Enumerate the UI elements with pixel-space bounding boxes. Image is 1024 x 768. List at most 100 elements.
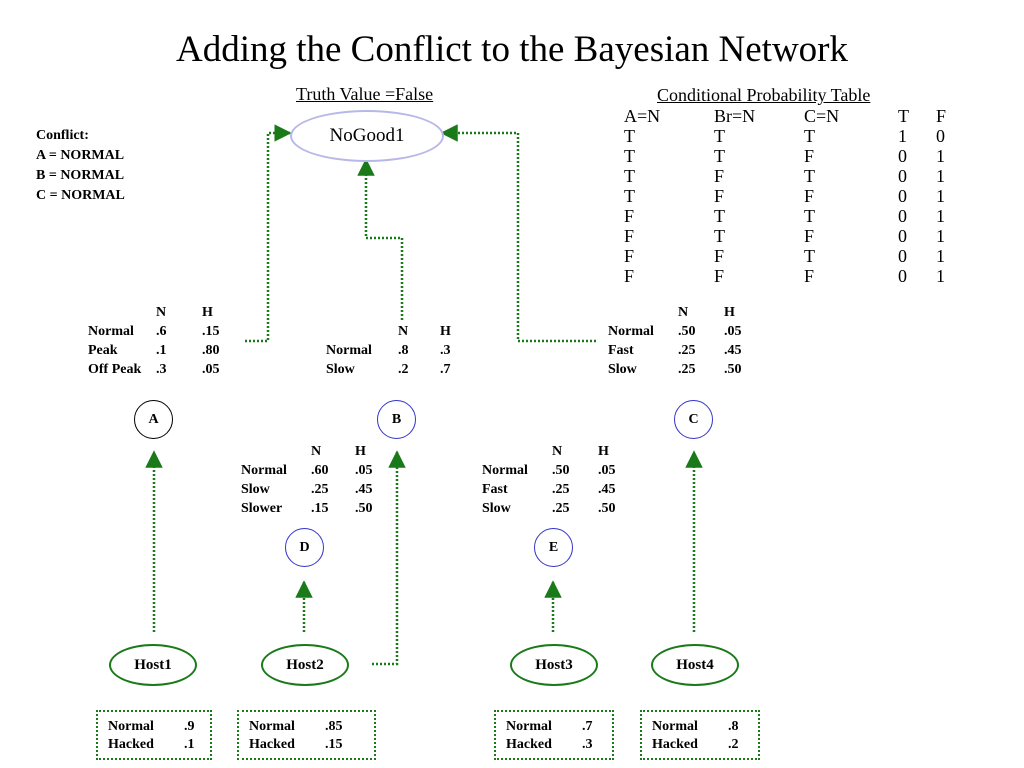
cpt-cell: T bbox=[714, 146, 725, 166]
cpt-cell: 1 bbox=[936, 166, 945, 186]
cell-value: .2 bbox=[398, 362, 409, 377]
table-row: Normal .9 bbox=[108, 718, 208, 736]
cpt-cell: T bbox=[714, 206, 725, 226]
host2-node[interactable]: Host2 bbox=[261, 644, 349, 686]
page-title: Adding the Conflict to the Bayesian Netw… bbox=[175, 29, 849, 70]
host4-prob-box: Normal.8 Hacked.2 bbox=[640, 710, 760, 760]
node-b[interactable]: B bbox=[377, 400, 416, 439]
state-label: Peak bbox=[88, 343, 118, 358]
host4-node[interactable]: Host4 bbox=[651, 644, 739, 686]
cell-value: .3 bbox=[156, 362, 167, 377]
col-header: N bbox=[398, 324, 409, 339]
cell-value: .60 bbox=[311, 463, 329, 478]
nogood-node[interactable]: NoGood1 bbox=[290, 110, 444, 162]
node-a[interactable]: A bbox=[134, 400, 173, 439]
node-c[interactable]: C bbox=[674, 400, 713, 439]
cpt-cell: F bbox=[624, 266, 635, 286]
host3-label: Host3 bbox=[535, 656, 573, 673]
table-row: Normal.60.05 bbox=[241, 461, 385, 480]
host1-label: Host1 bbox=[134, 656, 172, 673]
cell-value: .85 bbox=[325, 719, 343, 734]
state-label: Normal bbox=[608, 324, 654, 339]
state-label: Normal bbox=[506, 719, 552, 734]
cpt-cell: F bbox=[714, 186, 725, 206]
table-row: Peak .1 .80 bbox=[88, 341, 232, 360]
state-label: Fast bbox=[482, 482, 508, 497]
cpt-cell: 1 bbox=[936, 246, 945, 266]
node-e-label: E bbox=[548, 539, 559, 555]
cpt-cell: 0 bbox=[898, 246, 907, 266]
table-row: Slow.2.7 bbox=[326, 360, 464, 379]
cell-value: .05 bbox=[724, 324, 742, 339]
cpt-cell: T bbox=[714, 126, 725, 146]
cell-value: .45 bbox=[355, 482, 373, 497]
node-d[interactable]: D bbox=[285, 528, 324, 567]
cell-value: .50 bbox=[598, 501, 616, 516]
state-label: Slower bbox=[241, 501, 283, 516]
state-label: Fast bbox=[608, 343, 634, 358]
col-header: H bbox=[355, 444, 366, 459]
cpt-cell: F bbox=[714, 246, 725, 266]
cpt-title: Conditional Probability Table bbox=[657, 85, 871, 105]
cpt-cell: 0 bbox=[936, 126, 945, 146]
cell-value: .25 bbox=[311, 482, 329, 497]
col-header: N bbox=[311, 444, 322, 459]
host1-node[interactable]: Host1 bbox=[109, 644, 197, 686]
table-row: Normal.8 bbox=[652, 718, 752, 736]
host2-prob-box: Normal.85 Hacked.15 bbox=[237, 710, 376, 760]
cpt-header-row: A=N Br=N C=N T F bbox=[624, 106, 956, 126]
cell-value: .25 bbox=[552, 501, 570, 516]
cell-value: .80 bbox=[202, 343, 220, 358]
cpt-header: T bbox=[898, 106, 909, 126]
state-label: Slow bbox=[608, 362, 637, 377]
cpt-cell: 1 bbox=[936, 146, 945, 166]
state-label: Normal bbox=[652, 719, 698, 734]
cell-value: .7 bbox=[440, 362, 451, 377]
cpt-cell: 0 bbox=[898, 226, 907, 246]
node-e[interactable]: E bbox=[534, 528, 573, 567]
host3-node[interactable]: Host3 bbox=[510, 644, 598, 686]
cell-value: .25 bbox=[678, 343, 696, 358]
link-a-to-nogood bbox=[245, 124, 292, 343]
cpt-cell: T bbox=[624, 186, 635, 206]
host1-prob-box: Normal .9 Hacked .1 bbox=[96, 710, 212, 760]
state-label: Hacked bbox=[108, 737, 154, 752]
cell-value: .9 bbox=[184, 719, 195, 734]
cpt-cell: F bbox=[804, 226, 815, 246]
cell-value: .1 bbox=[156, 343, 167, 358]
cpt-cell: T bbox=[804, 126, 815, 146]
state-label: Normal bbox=[108, 719, 154, 734]
cell-value: .1 bbox=[184, 737, 195, 752]
conflict-line-b: B = NORMAL bbox=[36, 168, 125, 183]
cpt-cell: F bbox=[714, 166, 725, 186]
cell-value: .25 bbox=[552, 482, 570, 497]
table-row: Normal.7 bbox=[506, 718, 606, 736]
cpt-cell: F bbox=[714, 266, 725, 286]
cpt-cell: F bbox=[804, 146, 815, 166]
cpt-cell: 1 bbox=[936, 186, 945, 206]
col-header: N bbox=[678, 305, 689, 320]
table-row: Normal.50.05 bbox=[608, 322, 754, 341]
cell-value: .8 bbox=[398, 343, 409, 358]
state-label: Hacked bbox=[652, 737, 698, 752]
table-row: Normal.6.15 bbox=[88, 322, 232, 341]
cpt-cell: 1 bbox=[936, 226, 945, 246]
cell-value: .15 bbox=[202, 324, 220, 339]
state-label: Normal bbox=[482, 463, 528, 478]
cell-value: .45 bbox=[724, 343, 742, 358]
host2-label: Host2 bbox=[286, 656, 324, 673]
cpt-cell: F bbox=[804, 186, 815, 206]
node-a-label: A bbox=[148, 411, 159, 427]
cpt-cell: T bbox=[804, 166, 815, 186]
cpt-header: F bbox=[936, 106, 947, 126]
table-row: Slower.15.50 bbox=[241, 499, 385, 518]
